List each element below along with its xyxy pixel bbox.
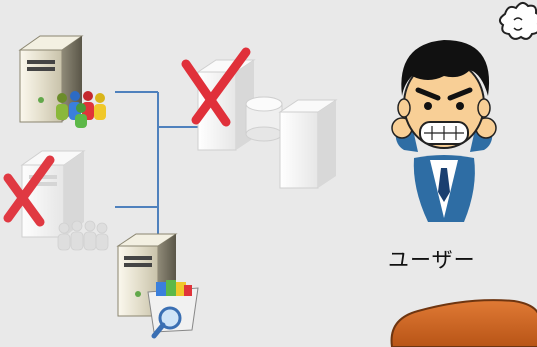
server-users-icon (20, 36, 106, 128)
anger-puff-icon (500, 3, 537, 39)
user-label: ユーザー (388, 244, 508, 274)
connector-lines (115, 92, 200, 245)
orange-shape-partial (392, 300, 537, 347)
server-users-failed-icon (8, 151, 108, 250)
angry-user-icon (392, 40, 496, 222)
server-search-icon (118, 234, 198, 336)
server-database-failed-icon (186, 52, 336, 188)
